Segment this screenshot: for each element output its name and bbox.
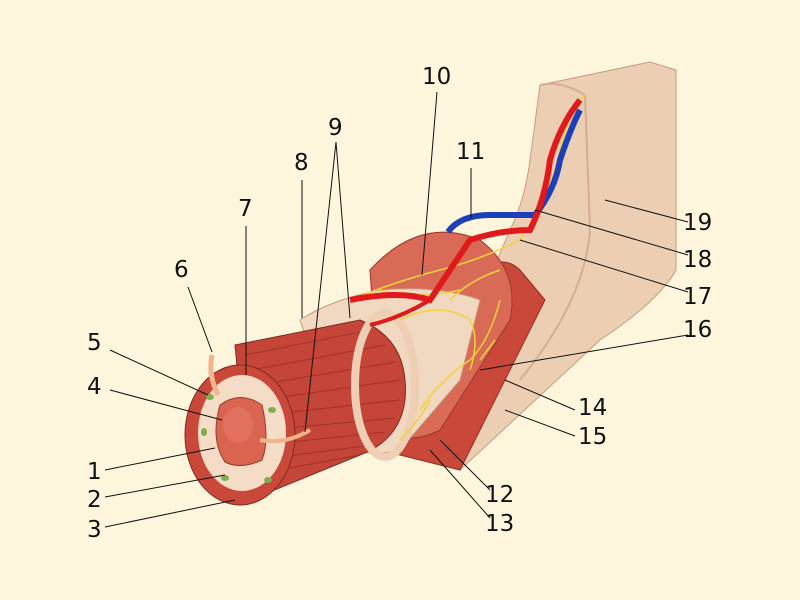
label-14: 14 bbox=[578, 395, 608, 421]
label-10: 10 bbox=[422, 64, 452, 90]
nerve-branch-9 bbox=[259, 428, 312, 444]
glands bbox=[201, 394, 276, 483]
serosa-ring bbox=[351, 309, 419, 461]
artery-branch bbox=[369, 298, 432, 327]
label-6: 6 bbox=[174, 257, 189, 283]
label-12: 12 bbox=[485, 482, 515, 508]
label-7: 7 bbox=[238, 196, 253, 222]
label-17: 17 bbox=[683, 284, 713, 310]
label-4: 4 bbox=[87, 374, 102, 400]
label-13: 13 bbox=[485, 511, 515, 537]
label-15: 15 bbox=[578, 424, 608, 450]
nerve-plexus bbox=[349, 94, 586, 441]
label-9: 9 bbox=[328, 115, 343, 141]
label-1: 1 bbox=[87, 459, 102, 485]
lumen bbox=[223, 407, 253, 443]
nerve-branch-6 bbox=[208, 354, 221, 397]
artery bbox=[349, 98, 583, 304]
label-18: 18 bbox=[683, 247, 713, 273]
label-2: 2 bbox=[87, 487, 102, 513]
label-5: 5 bbox=[87, 330, 102, 356]
vein bbox=[445, 108, 583, 234]
label-16: 16 bbox=[683, 317, 713, 343]
label-19: 19 bbox=[683, 210, 713, 236]
label-8: 8 bbox=[294, 150, 309, 176]
label-11: 11 bbox=[456, 139, 486, 165]
leader-lines bbox=[104, 91, 689, 528]
label-3: 3 bbox=[87, 517, 102, 543]
serosa-fold bbox=[519, 82, 592, 381]
